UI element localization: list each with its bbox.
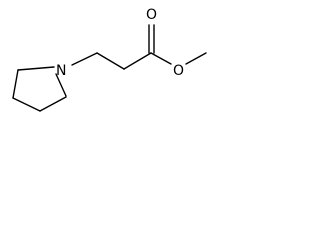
carbonyl-oxygen-label: O xyxy=(146,7,157,23)
nitrogen-label: N xyxy=(56,63,66,79)
ring-bond-n-c2 xyxy=(55,73,67,97)
bond-oxygen-methyl xyxy=(185,52,207,65)
ring-bond-c3-c4 xyxy=(12,97,41,112)
bond-carbonyl-oxygen xyxy=(150,52,172,65)
chemical-structure: N O O xyxy=(12,7,207,112)
bond-ch2-carbonyl xyxy=(123,52,152,70)
ester-oxygen-label: O xyxy=(173,63,184,79)
ring-bond-c4-c5 xyxy=(12,69,19,99)
bond-ch2-ch2 xyxy=(96,52,125,70)
propanoate-chain xyxy=(71,24,207,70)
bond-n-ch2 xyxy=(71,52,98,66)
ring-bond-c2-c3 xyxy=(39,96,67,112)
pyrrolidine-ring xyxy=(12,66,67,112)
ring-bond-c5-n xyxy=(17,66,55,71)
